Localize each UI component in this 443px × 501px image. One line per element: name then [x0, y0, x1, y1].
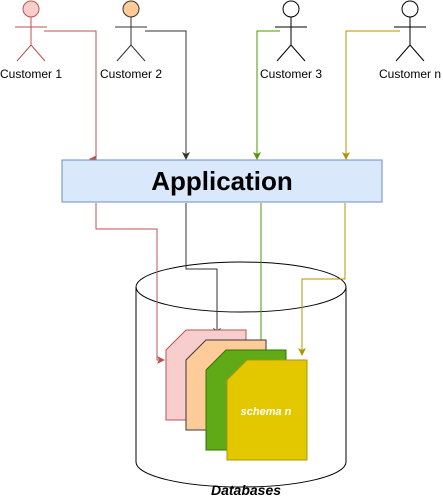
actor-customer-2[interactable]: Customer 2: [100, 0, 162, 81]
schema-cards: schema n: [165, 329, 308, 461]
actor-customer-3[interactable]: Customer 3: [260, 0, 322, 81]
edges-customers-to-application: [44, 30, 400, 163]
edge-customer-1-to-application: [44, 30, 97, 163]
edge-application-to-schema-1: [95, 203, 165, 364]
actor-label: Customer n: [379, 67, 441, 81]
actor-label: Customer 1: [0, 67, 62, 81]
edge-customer-n-to-application: [342, 30, 400, 160]
edge-customer-2-to-application: [145, 30, 190, 160]
edge-customer-3-to-application: [253, 30, 280, 160]
edges-application-to-schemas: [95, 203, 346, 364]
application-label: Application: [151, 166, 293, 196]
edge-application-to-schema-n: [298, 203, 346, 356]
actor-label: Customer 3: [260, 67, 322, 81]
actor-customer-1[interactable]: Customer 1: [0, 0, 62, 81]
edge-application-to-schema-2: [185, 203, 221, 336]
database-label: Databases: [211, 482, 281, 498]
schema-n-label: schema n: [241, 406, 292, 418]
schema-card-n[interactable]: schema n: [226, 359, 308, 461]
actor-label: Customer 2: [100, 67, 162, 81]
actor-customer-n[interactable]: Customer n: [379, 0, 441, 81]
application-box[interactable]: Application: [61, 159, 383, 203]
